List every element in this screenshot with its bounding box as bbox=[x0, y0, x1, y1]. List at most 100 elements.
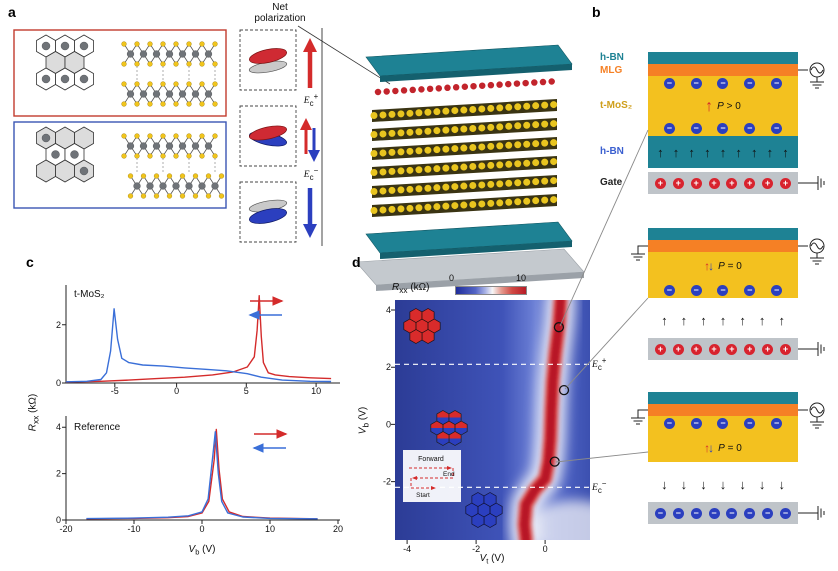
device-schematic-2: ↑↓ P = 0 −−−−− ↑↑↑↑↑↑↑ ++++++++ bbox=[648, 228, 798, 360]
mlg-bar bbox=[648, 64, 798, 76]
plus-charge-icon: + bbox=[762, 343, 774, 355]
backward-sweep-curve bbox=[65, 308, 332, 383]
marker-circle-mixed-state bbox=[558, 384, 570, 396]
rxx-map-chart: Forward End Start 4 2 0 -2 -4 bbox=[383, 300, 590, 566]
colorbar-min: 0 bbox=[449, 273, 455, 283]
panel-b-label: b bbox=[592, 4, 601, 20]
layer-label-mlg: MLG bbox=[600, 65, 623, 76]
minus-charge-icon: − bbox=[744, 418, 756, 429]
panel-d-label: d bbox=[352, 254, 361, 270]
x-tick: 10 bbox=[265, 524, 275, 534]
up-arrow-icon: ↑ bbox=[719, 144, 727, 160]
up-arrow-icon: ↑ bbox=[657, 144, 664, 160]
c-y-axis-label: Rxx (kΩ) bbox=[27, 393, 41, 432]
lens-up-state bbox=[248, 48, 288, 74]
up-arrow-icon: ↑ bbox=[750, 144, 758, 160]
domain-wall-band-core bbox=[520, 300, 565, 540]
x-tick: 0 bbox=[174, 386, 179, 396]
plus-charge-icon: + bbox=[672, 177, 684, 189]
colorbar-label: Rxx (kΩ) bbox=[392, 282, 430, 295]
layer-label-tmos2: t-MoS₂ bbox=[600, 100, 633, 111]
minus-charge-icon: − bbox=[771, 123, 783, 134]
minus-charge-icon: − bbox=[726, 507, 738, 519]
bilayer-side-view-r bbox=[122, 42, 218, 107]
minus-charge-icon: − bbox=[780, 507, 791, 519]
panel-a-graphics bbox=[13, 25, 585, 291]
up-arrow-icon: ↑ bbox=[766, 144, 774, 160]
state-marker-circles bbox=[549, 322, 570, 467]
ground-icon bbox=[631, 245, 648, 261]
down-arrow-icon: ↓ bbox=[700, 476, 707, 492]
minus-charge-icon: − bbox=[744, 123, 756, 134]
hbn-top-bar bbox=[648, 392, 798, 404]
d-x-axis-label: Vt (V) bbox=[480, 553, 505, 566]
backward-sweep-curve bbox=[86, 431, 318, 520]
hex-lattice-top-view-b bbox=[36, 126, 94, 183]
polarized-top-layer bbox=[374, 77, 564, 96]
net-polarization-axis bbox=[297, 25, 391, 246]
panel-c-label: c bbox=[26, 254, 34, 270]
tmos2-block: −−−−− ↑↓ P = 0 bbox=[648, 416, 798, 462]
up-arrow-icon: ↑ bbox=[782, 144, 789, 160]
minus-charge-icon: − bbox=[744, 507, 756, 519]
d-y-axis-label: Vb (V) bbox=[357, 406, 371, 435]
plus-charge-icon: + bbox=[762, 177, 774, 189]
layer-label-gate: Gate bbox=[600, 177, 623, 188]
marker-circle-up-state bbox=[553, 322, 565, 333]
hex-lattice-top-view-r bbox=[36, 34, 94, 91]
up-arrow-icon: ↑ bbox=[680, 312, 688, 328]
x-tick: 0 bbox=[199, 524, 204, 534]
plot-title: t-MoS₂ bbox=[74, 289, 105, 300]
polarization-state-boxes bbox=[239, 29, 297, 243]
ground-icon bbox=[631, 409, 648, 425]
y-tick: -2 bbox=[383, 477, 391, 487]
polarization-label: ↑↓ P = 0 bbox=[704, 259, 742, 273]
ac-source-icon bbox=[809, 238, 825, 254]
sweep-direction-legend bbox=[252, 429, 288, 453]
ground-icon bbox=[810, 77, 824, 89]
polarization-label: ↑↓ P = 0 bbox=[704, 441, 742, 455]
charge-row: ++++++++ bbox=[648, 177, 798, 189]
down-polarization-arrow-icon bbox=[303, 188, 317, 238]
plus-charge-icon: + bbox=[744, 343, 756, 355]
x-tick: 10 bbox=[311, 386, 321, 396]
layer-label-hbn-bottom: h-BN bbox=[600, 146, 624, 157]
down-arrow-icon: ↓ bbox=[758, 476, 766, 492]
t-mos2-sweep-chart: -5 0 5 10 0 2 t-MoS₂ bbox=[56, 285, 340, 396]
charge-row: −−−−− bbox=[648, 123, 798, 134]
minus-charge-icon: − bbox=[663, 123, 675, 134]
inset-forward-label: Forward bbox=[418, 456, 444, 463]
plus-charge-icon: + bbox=[672, 343, 684, 355]
reference-sweep-chart: -20 -10 0 10 20 0 2 4 Reference Vb (V) bbox=[56, 416, 343, 557]
x-tick: -10 bbox=[127, 524, 140, 534]
plus-charge-icon: + bbox=[654, 343, 666, 355]
minus-charge-icon: − bbox=[690, 285, 702, 296]
gate-bar: ++++++++ bbox=[648, 338, 798, 360]
y-tick: 0 bbox=[386, 419, 391, 429]
up-arrow-icon: ↑ bbox=[739, 312, 746, 328]
minus-charge-icon: − bbox=[771, 418, 783, 429]
y-tick: 2 bbox=[56, 320, 61, 330]
up-arrow-icon: ↑ bbox=[672, 144, 680, 160]
field-arrows-row: ↑↑↑↑↑↑↑↑↑ bbox=[648, 146, 798, 159]
plus-charge-icon: + bbox=[690, 177, 702, 189]
plus-charge-icon: + bbox=[726, 343, 738, 355]
gate-bar: ++++++++ bbox=[648, 172, 798, 194]
charge-row: −−−−− bbox=[648, 418, 798, 429]
stacking-box-r bbox=[13, 29, 227, 117]
y-tick: 2 bbox=[56, 469, 61, 479]
charge-row: −−−−− bbox=[648, 285, 798, 296]
minus-charge-icon: − bbox=[690, 78, 702, 89]
bilayer-side-view-b bbox=[122, 134, 224, 199]
down-arrow-icon: ↓ bbox=[680, 476, 688, 492]
polarization-up-down-arrows-icon: ↑↓ bbox=[704, 259, 715, 273]
colorbar-max: 10 bbox=[516, 273, 527, 283]
d-ec-minus-label: Ec− bbox=[592, 479, 607, 496]
minus-charge-icon: − bbox=[690, 507, 702, 519]
minus-charge-icon: − bbox=[654, 507, 666, 519]
mixed-polarization-arrows-icon bbox=[300, 118, 320, 162]
ground-icon bbox=[798, 506, 825, 520]
field-arrows-row: ↓↓↓↓↓↓↓ bbox=[648, 478, 798, 491]
field-arrows-row: ↑↑↑↑↑↑↑ bbox=[648, 314, 798, 327]
